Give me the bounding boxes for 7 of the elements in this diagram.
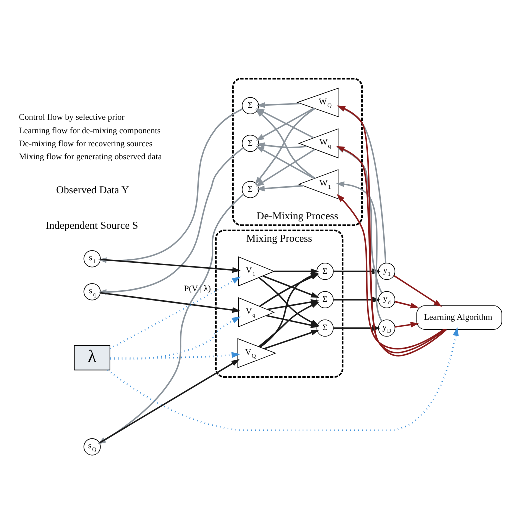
label: Independent Source S: [46, 221, 138, 232]
legend-label: Mixing flow for generating observed data: [19, 152, 162, 162]
legend-label: Control flow by selective prior: [19, 112, 125, 122]
label: Observed Data Y: [56, 186, 130, 197]
legend-label: Learning flow for de-mixing components: [19, 125, 161, 136]
edge-label: P(V | λ): [184, 284, 212, 294]
legend-label: De-mixing flow for recovering sources: [19, 138, 153, 148]
